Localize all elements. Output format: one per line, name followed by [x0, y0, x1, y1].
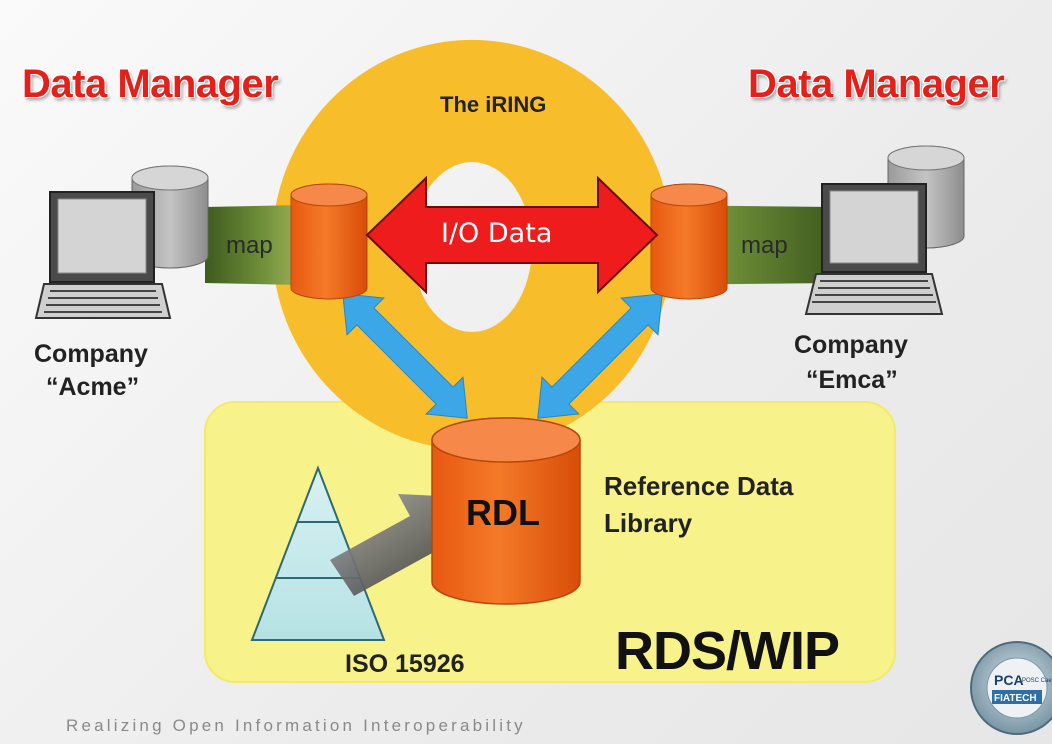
svg-text:PCA: PCA [994, 672, 1024, 688]
computer-icon-left [34, 165, 209, 319]
rdl-label: RDL [466, 492, 540, 533]
iring-ring [272, 39, 672, 451]
blue-arrow-left [342, 293, 468, 419]
reference-data-label: Reference Data [604, 471, 794, 501]
rdl-database-icon [431, 417, 581, 605]
database-icon-left [290, 183, 368, 300]
footer-tagline: Realizing Open Information Interoperabil… [66, 716, 526, 735]
svg-text:POSC Caesar: POSC Caesar [1022, 678, 1052, 684]
company-label-right: Company [794, 331, 908, 359]
iring-label: The iRING [440, 92, 547, 117]
iso-label: ISO 15926 [345, 650, 465, 678]
company-name-right: “Emca” [806, 366, 898, 394]
io-data-arrow [365, 175, 659, 295]
company-label-left: Company [34, 340, 148, 368]
data-manager-title-right: Data Manager [748, 62, 1005, 106]
company-name-left: “Acme” [46, 373, 140, 401]
map-label-left: map [226, 232, 273, 259]
svg-text:FIATECH: FIATECH [994, 693, 1037, 704]
map-label-right: map [741, 232, 788, 259]
database-icon-right [650, 183, 728, 300]
io-data-label: I/O Data [441, 218, 553, 249]
map-band-left [205, 205, 300, 285]
pca-fiatech-logo: PCA POSC Caesar FIATECH [970, 641, 1052, 735]
library-label: Library [604, 508, 693, 538]
computer-icon-right [804, 145, 965, 315]
data-manager-title-left: Data Manager [22, 62, 279, 106]
rds-wip-label: RDS/WIP [615, 621, 840, 681]
